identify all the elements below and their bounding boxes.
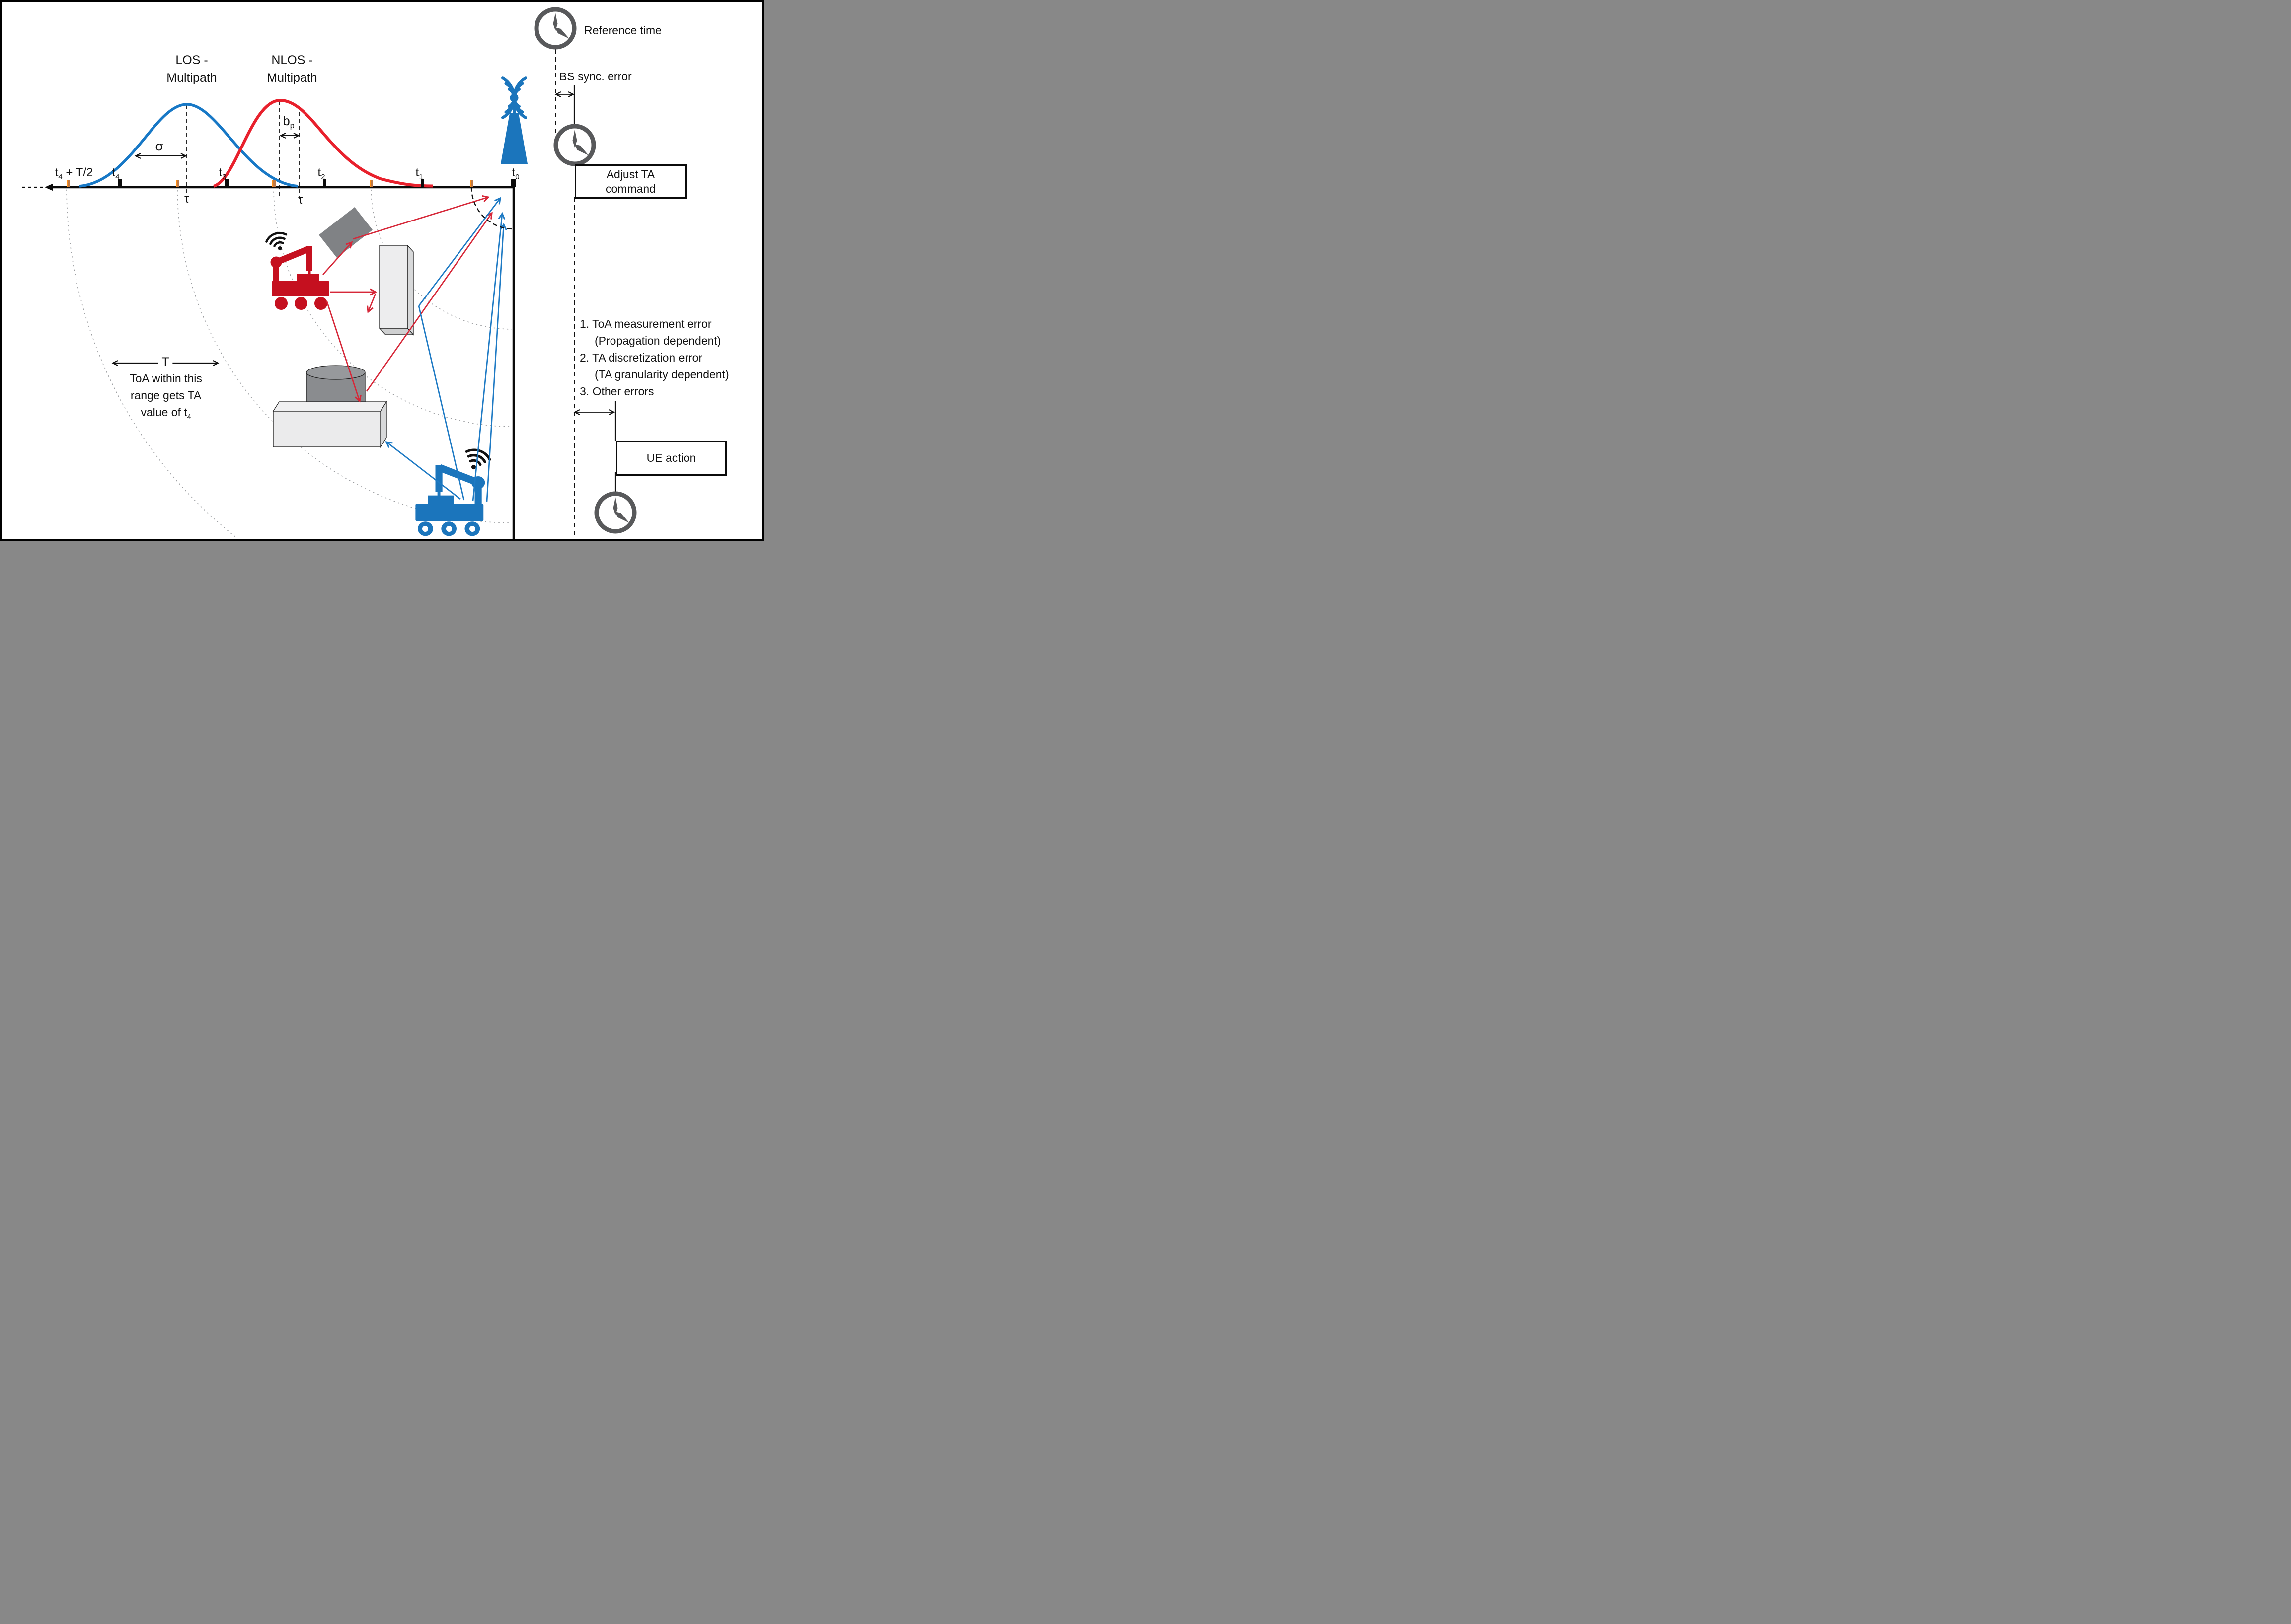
toa-timeline <box>22 183 515 539</box>
adjust-ta-line2: command <box>606 182 656 195</box>
error-list-line: 3. Other errors <box>580 385 654 398</box>
los-multipath-curve <box>79 103 299 188</box>
tilted-obstacle <box>319 207 373 258</box>
sigma-label: σ <box>155 139 164 153</box>
red-robot-ue <box>265 230 329 310</box>
timeline-tick-black <box>511 179 516 187</box>
timeline-tick-orange <box>469 180 473 187</box>
bs-sync-error-label: BS sync. error <box>559 70 632 83</box>
range-note: ToA within this range gets TA value of t… <box>109 370 223 426</box>
t-range-label: T <box>158 355 173 369</box>
timeline-tick-orange <box>175 180 179 187</box>
timeline-tick-orange <box>272 180 276 187</box>
ue-clock-icon <box>597 494 634 531</box>
tick-label: t1 <box>415 166 423 181</box>
pdf-droplines <box>186 101 300 199</box>
nlos-signal-arrows <box>322 195 493 403</box>
adjust-ta-command-box: Adjust TA command <box>575 164 687 199</box>
timeline-tick-black <box>322 179 326 187</box>
timeline-tick-black <box>118 179 122 187</box>
tau-nlos-label: τ <box>298 193 303 207</box>
timeline-tick-black <box>225 179 229 187</box>
machine-cylinder <box>306 365 366 403</box>
tick-label: t4 + T/2 <box>55 166 93 181</box>
nlos-label-line1: NLOS - <box>271 53 313 67</box>
ue-action-label: UE action <box>646 451 696 465</box>
diagram-graphics <box>22 2 762 539</box>
nlos-multipath-curve <box>213 98 434 188</box>
los-label-line1: LOS - <box>175 53 208 67</box>
tau-los-label: τ <box>184 192 189 206</box>
reference-time-clock-icon <box>536 9 574 47</box>
figure-canvas: LOS - Multipath NLOS - Multipath σ bp τ … <box>0 0 764 541</box>
timeline-tick-black <box>420 179 424 187</box>
cabinet-box <box>379 244 414 336</box>
error-list-line: 1. ToA measurement error <box>580 317 712 330</box>
blue-robot-ue <box>415 447 491 536</box>
los-label-line2: Multipath <box>166 71 217 85</box>
error-list-line: (TA granularity dependent) <box>595 368 729 381</box>
bs-clock-icon <box>556 126 594 164</box>
nlos-label-line2: Multipath <box>267 71 317 85</box>
bp-label: bp <box>283 113 295 131</box>
error-list-line: (Propagation dependent) <box>595 334 721 347</box>
tick-label: t0 <box>512 166 520 181</box>
machine-base-box <box>272 400 387 448</box>
reference-time-label: Reference time <box>584 24 662 37</box>
error-list-line: 2. TA discretization error <box>580 351 703 364</box>
tick-label: t4 <box>112 166 120 181</box>
timeline-left-arrowhead <box>45 183 53 191</box>
base-station-antenna-icon <box>501 76 528 164</box>
range-note-line1: ToA within this <box>130 372 202 385</box>
timeline-tick-orange <box>66 180 70 187</box>
timeline-tick-orange <box>369 180 373 187</box>
timing-column-lines <box>554 49 616 537</box>
ue-action-box: UE action <box>616 441 727 476</box>
tick-label: t2 <box>317 166 325 181</box>
adjust-ta-line1: Adjust TA <box>606 167 655 181</box>
range-note-line2: range gets TA <box>130 389 202 402</box>
error-list: 1. ToA measurement error (Propagation dep… <box>580 315 729 400</box>
los-signal-arrows <box>385 197 507 502</box>
tick-label: t3 <box>219 166 227 181</box>
range-note-line3: value of t4 <box>141 406 191 421</box>
